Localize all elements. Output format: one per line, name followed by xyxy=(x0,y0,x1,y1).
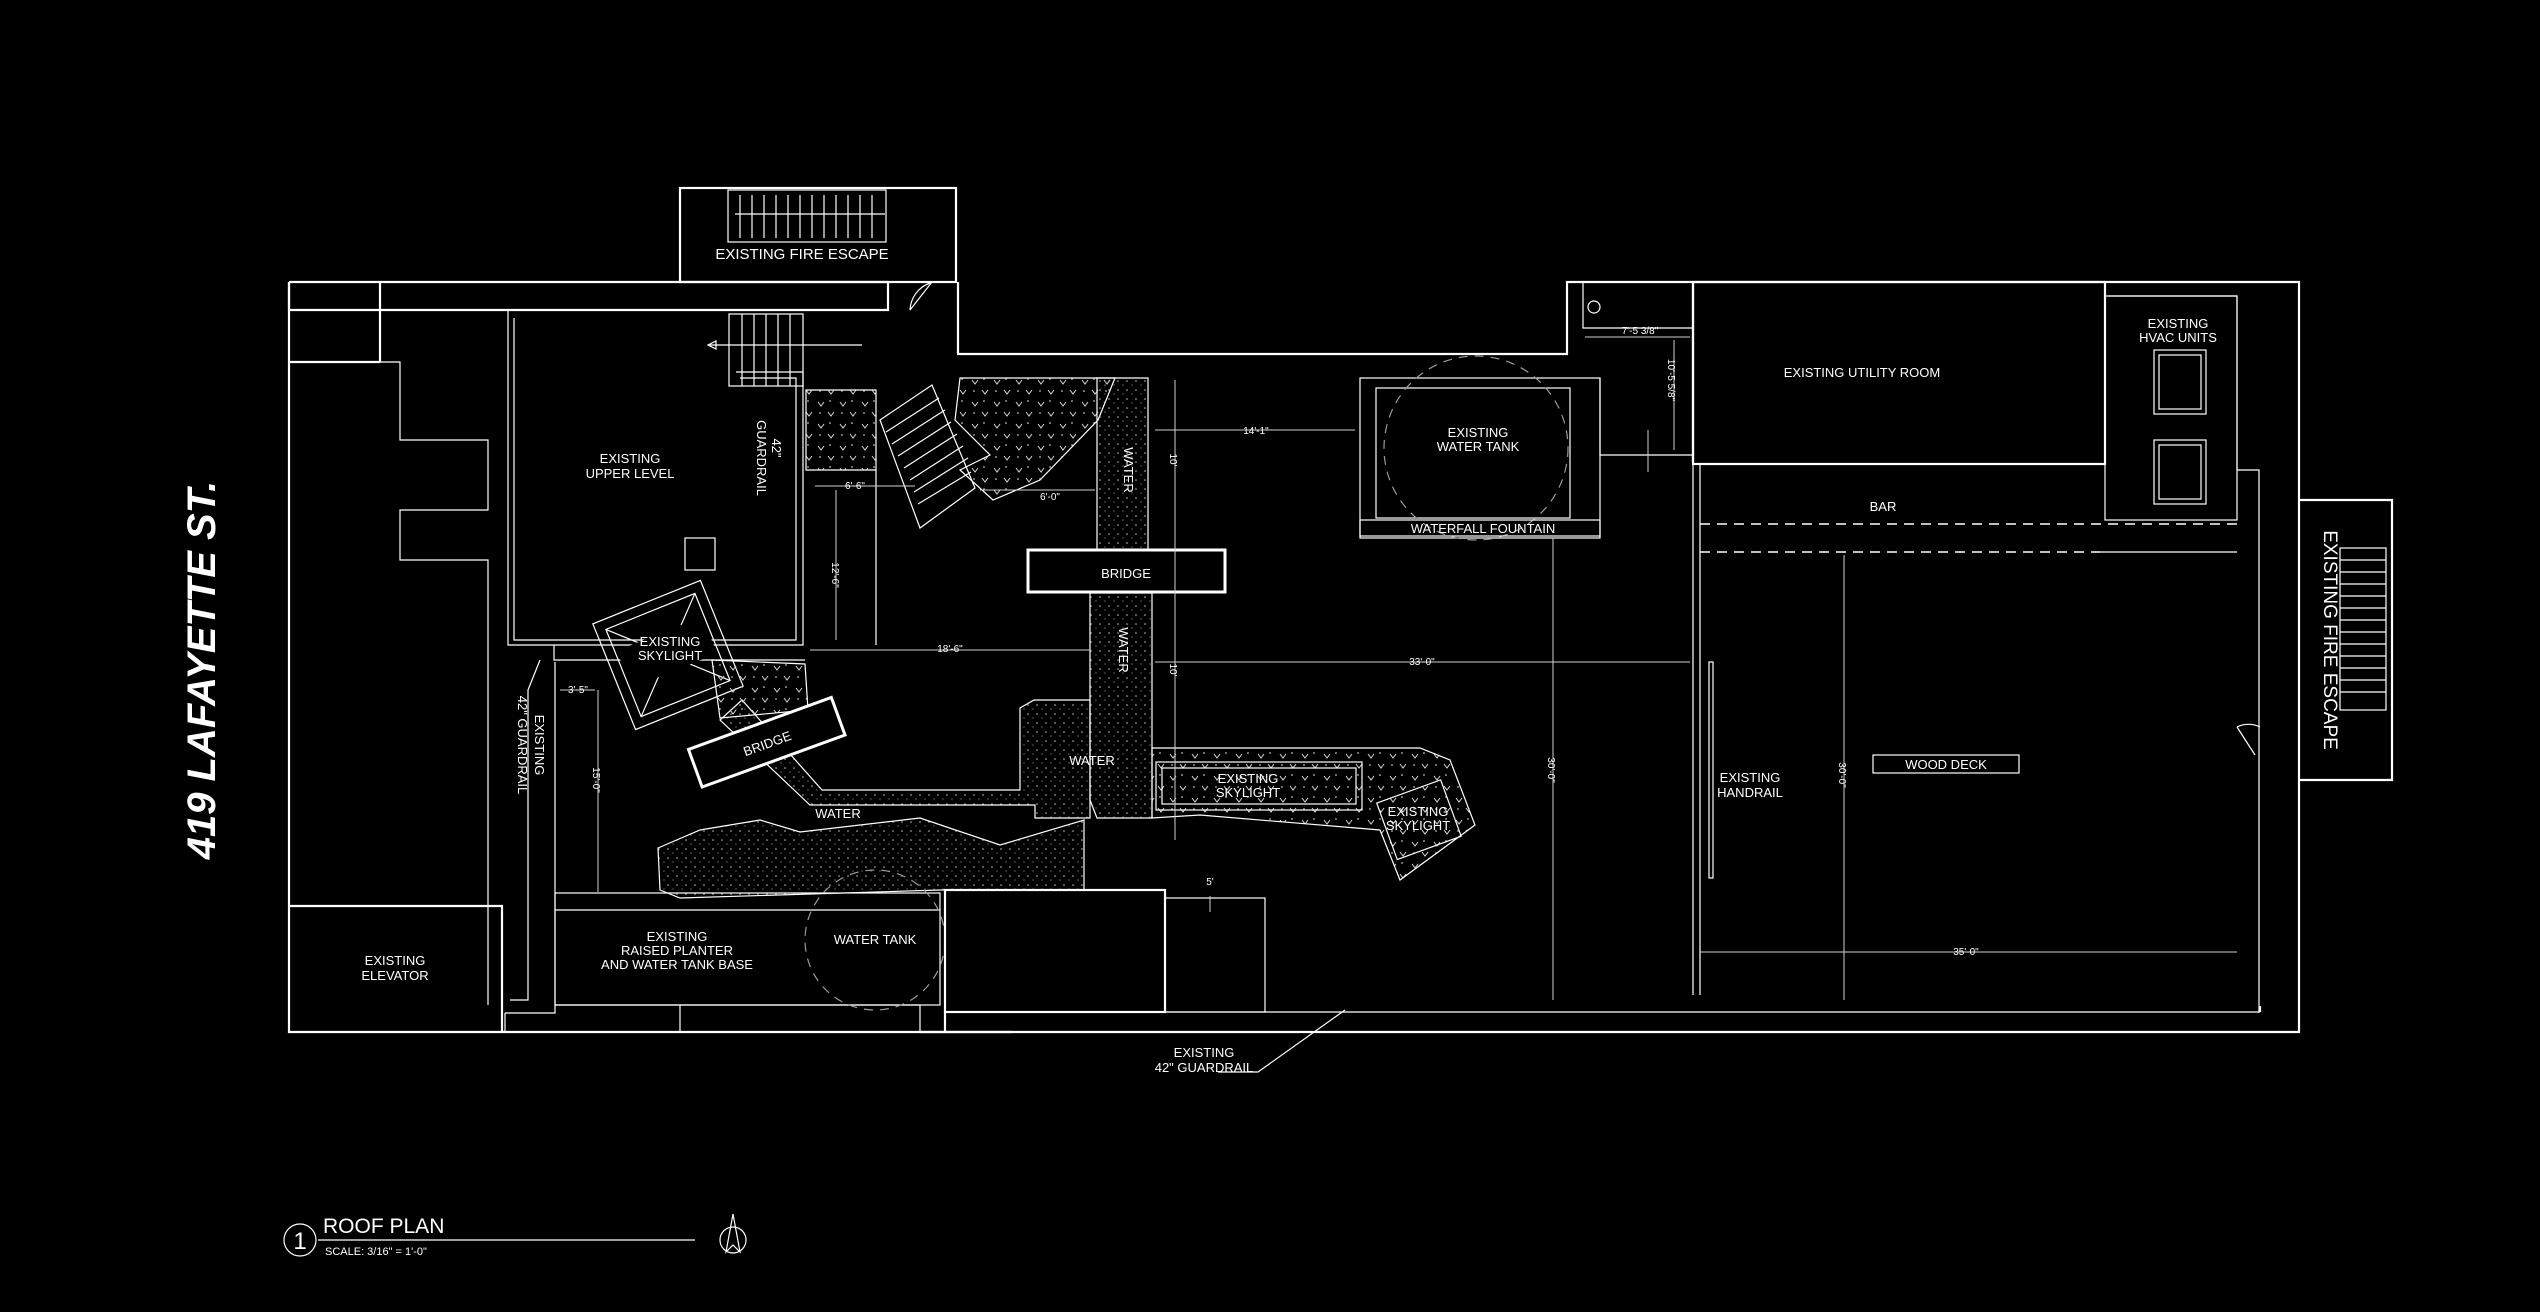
dim-10b: 10' xyxy=(1167,663,1178,676)
hvac-label-2: HVAC UNITS xyxy=(2139,330,2217,345)
dim-12-6: 12'-6" xyxy=(829,562,840,588)
dim-30-0a: 30'-0" xyxy=(1545,757,1556,783)
elevator-label-2: ELEVATOR xyxy=(361,968,428,983)
handrail-label-2: HANDRAIL xyxy=(1717,785,1783,800)
dim-18-6: 18'-6" xyxy=(937,644,963,655)
bar-label: BAR xyxy=(1870,499,1897,514)
handrail: EXISTING HANDRAIL xyxy=(1708,661,1783,879)
stair-upper xyxy=(706,313,862,387)
dim-14-1: 14'-1" xyxy=(1243,426,1269,437)
drawing-scale: SCALE: 3/16" = 1'-0" xyxy=(325,1246,427,1258)
dim-6-6: 6'-6" xyxy=(845,481,865,492)
bridge-1: BRIDGE xyxy=(1026,548,1227,594)
drawing-number: 1 xyxy=(293,1228,306,1255)
lower-room xyxy=(943,888,1167,1014)
dim-5: 5' xyxy=(1206,877,1214,888)
hvac-units: EXISTING HVAC UNITS xyxy=(2104,295,2238,521)
water-tank-small-label: WATER TANK xyxy=(834,932,917,947)
guardrail-bottom-label-1: EXISTING xyxy=(1174,1045,1235,1060)
utility-room: EXISTING UTILITY ROOM xyxy=(1582,280,2107,466)
dim-6-0: 6'-0" xyxy=(1040,492,1060,503)
skylight-2: EXISTING SKYLIGHT xyxy=(1155,761,1363,811)
handrail-label-1: EXISTING xyxy=(1720,770,1781,785)
skylight-2-label-1: EXISTING xyxy=(1218,771,1279,786)
utility-room-label: EXISTING UTILITY ROOM xyxy=(1784,365,1941,380)
street-title: 419 LAFAYETTE ST. xyxy=(180,481,224,861)
water-tank-label-1: EXISTING xyxy=(1448,425,1509,440)
skylight-2-label-2: SKYLIGHT xyxy=(1216,785,1280,800)
dim-30-0b: 30'-0" xyxy=(1836,762,1847,788)
water-tank: EXISTING WATER TANK WATERFALL FOUNTAIN xyxy=(1359,355,1601,541)
left-guardrail: EXISTING 42" GUARDRAIL xyxy=(510,659,547,1001)
dim-10a: 10' xyxy=(1167,453,1178,466)
dimension-labels: 7'-5 3/8" 10'-5 5/8" 14'-1" 6'-6" 6'-0" … xyxy=(568,326,1979,958)
dim-10-5: 10'-5 5/8" xyxy=(1665,359,1676,402)
water-label-1: WATER xyxy=(1069,753,1115,768)
dim-3-5: 3'-5" xyxy=(568,685,588,696)
skylight-3 xyxy=(1375,779,1462,861)
bar: BAR xyxy=(1692,464,2237,995)
planter-label-1: EXISTING xyxy=(647,929,708,944)
bottom-guardrail: EXISTING 42" GUARDRAIL xyxy=(1155,1009,1346,1075)
bridge-1-label: BRIDGE xyxy=(1101,566,1151,581)
north-arrow-icon xyxy=(719,1213,747,1254)
skylight-1 xyxy=(592,579,744,731)
skylight-3-label-2: SKYLIGHT xyxy=(1386,818,1450,833)
gravel-channel xyxy=(657,377,1476,899)
lower-room-extension xyxy=(1164,897,1266,1013)
skylight-1-label-1: EXISTING xyxy=(640,634,701,649)
fire-escape-right: EXISTING FIRE ESCAPE xyxy=(2236,498,2394,782)
guardrail-42-label-2: GUARDRAIL xyxy=(754,420,769,496)
elevator: EXISTING ELEVATOR xyxy=(289,904,504,1032)
dim-15-0: 15'-0" xyxy=(590,767,601,793)
dim-7-5: 7'-5 3/8" xyxy=(1622,326,1659,337)
water-label-v1: WATER xyxy=(1121,447,1136,493)
dim-33-0: 33'-0" xyxy=(1409,657,1435,668)
guardrail-42-label-1: 42" xyxy=(769,438,784,457)
elevator-label-1: EXISTING xyxy=(365,953,426,968)
water-tank-label-2: WATER TANK xyxy=(1437,439,1520,454)
title-block: 1 ROOF PLAN SCALE: 3/16" = 1'-0" xyxy=(283,1213,747,1258)
planter-label-2: RAISED PLANTER xyxy=(621,943,733,958)
diagonal-stair xyxy=(879,384,976,529)
guardrail-left-label-1: EXISTING xyxy=(532,715,547,776)
skylight-1-label-2: SKYLIGHT xyxy=(638,648,702,663)
drawing-title: ROOF PLAN xyxy=(323,1215,444,1238)
upper-level-label-2: UPPER LEVEL xyxy=(586,466,675,481)
planter-label-3: AND WATER TANK BASE xyxy=(601,957,753,972)
fire-escape-right-label: EXISTING FIRE ESCAPE xyxy=(2319,530,2340,750)
water-label-2: WATER xyxy=(815,806,861,821)
fire-escape-top-label: EXISTING FIRE ESCAPE xyxy=(715,246,888,263)
waterfall-fountain-label: WATERFALL FOUNTAIN xyxy=(1411,521,1555,536)
upper-level: EXISTING UPPER LEVEL 42" GUARDRAIL xyxy=(513,318,797,641)
guardrail-bottom-label-2: 42" GUARDRAIL xyxy=(1155,1060,1254,1075)
hvac-label-1: EXISTING xyxy=(2148,316,2209,331)
fire-escape-top: EXISTING FIRE ESCAPE xyxy=(678,186,958,311)
building-outline xyxy=(287,280,2301,1034)
upper-level-label-1: EXISTING xyxy=(600,451,661,466)
wood-deck-label: WOOD DECK xyxy=(1905,757,1987,772)
skylight-3-label-1: EXISTING xyxy=(1388,804,1449,819)
guardrail-left-label-2: 42" GUARDRAIL xyxy=(515,696,530,795)
dimension-lines xyxy=(560,336,2237,1000)
wood-deck: WOOD DECK xyxy=(1872,754,2020,774)
dim-35-0: 35'-0" xyxy=(1953,947,1979,958)
bridge-2: BRIDGE xyxy=(686,695,847,789)
water-label-v2: WATER xyxy=(1116,627,1131,673)
